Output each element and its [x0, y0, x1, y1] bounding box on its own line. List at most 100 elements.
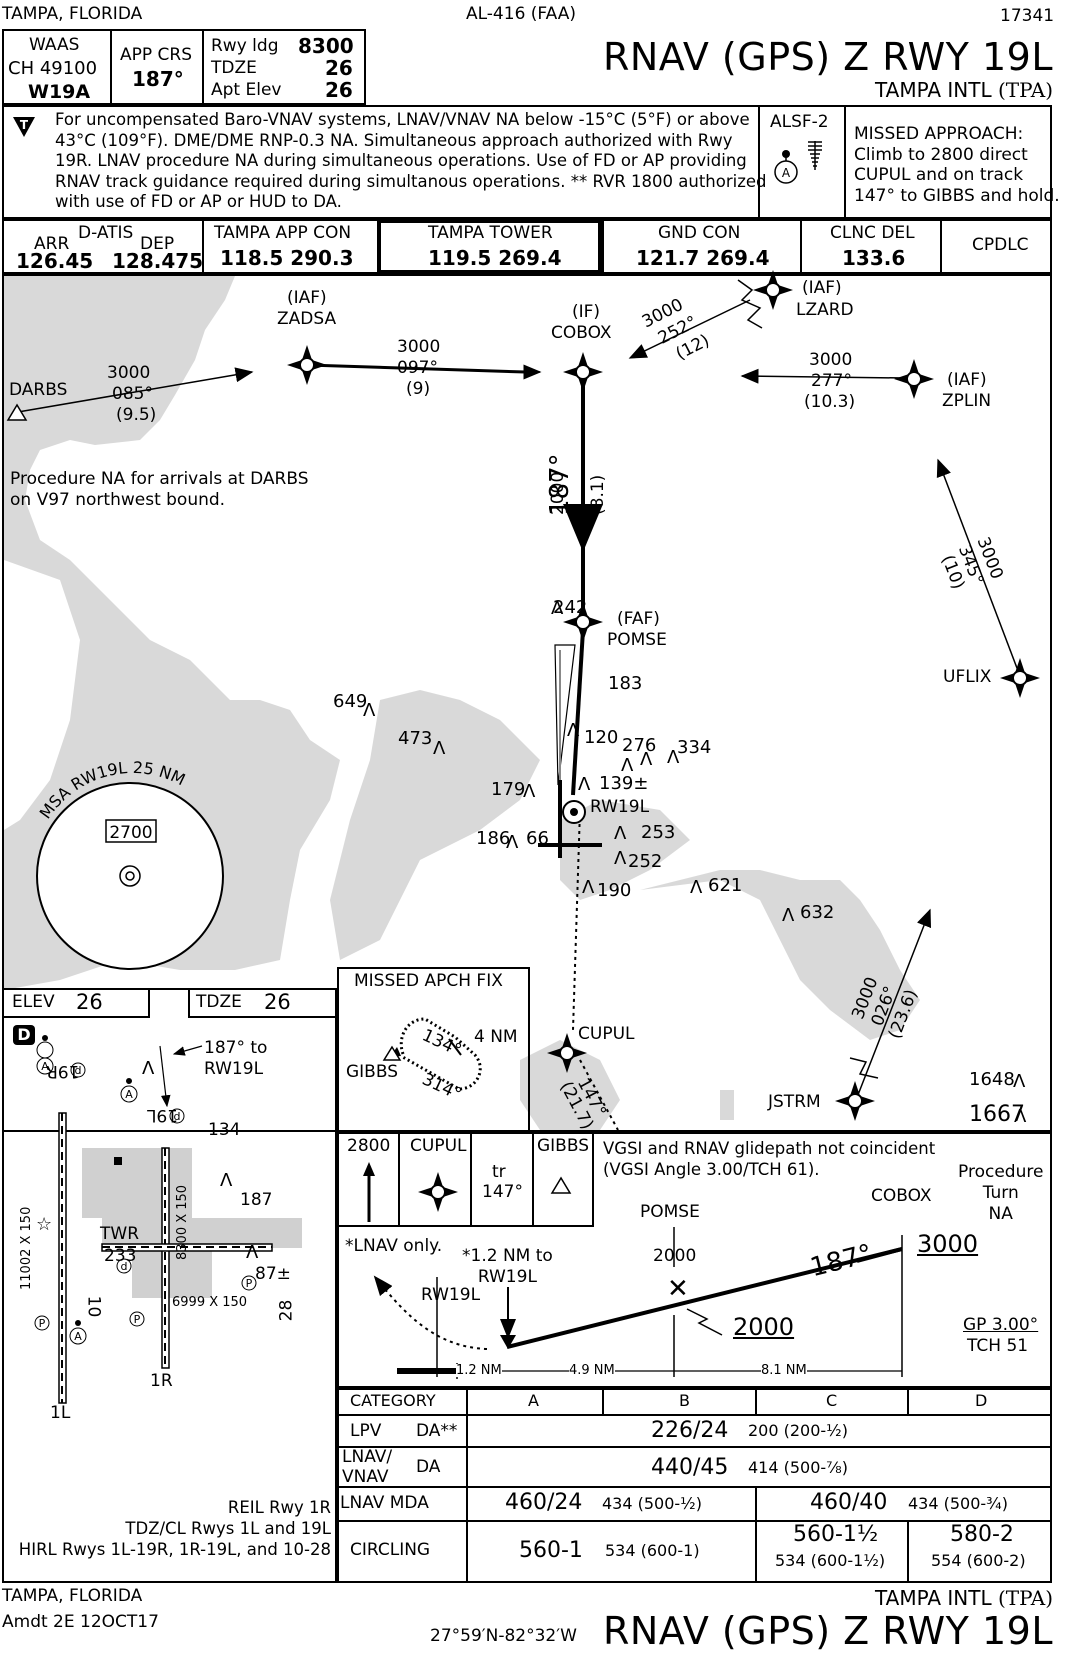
svg-text:d: d: [75, 1064, 82, 1077]
svg-text:Λ: Λ: [582, 877, 595, 898]
darbs-waypoint-icon: [6, 403, 28, 421]
rwy-ldg-label: Rwy ldg: [211, 36, 279, 56]
footer-title: RNAV (GPS) Z RWY 19L: [602, 1609, 1053, 1653]
datis-label: D-ATIS: [78, 223, 134, 243]
tower-label: TWR: [100, 1224, 140, 1244]
zadsa-type: (IAF): [287, 288, 327, 308]
note-line: Procedure: [958, 1162, 1044, 1182]
divider: [202, 219, 204, 274]
zadsa-leg-distance: (9): [406, 379, 431, 399]
svg-text:1667: 1667: [969, 1102, 1025, 1127]
lnav-label: LNAV MDA: [340, 1493, 429, 1513]
svg-text:334: 334: [677, 737, 711, 758]
category-label: CATEGORY: [350, 1391, 436, 1410]
circling-label: CIRCLING: [350, 1540, 431, 1560]
arr-frequency: 126.45: [16, 249, 94, 273]
svg-text:A: A: [125, 1088, 133, 1101]
svg-text:A: A: [41, 1060, 49, 1073]
waas-label: WAAS: [29, 35, 80, 55]
tdze-box-label: TDZE: [196, 992, 242, 1012]
note-line: Turn: [982, 1183, 1019, 1203]
svg-text:179: 179: [491, 779, 525, 800]
apt-elev-value: 26: [325, 78, 353, 102]
tdze-box: [188, 988, 337, 1018]
dep-frequency: 128.475: [112, 249, 204, 273]
zplin-label: ZPLIN: [942, 391, 992, 411]
svg-text:Λ: Λ: [246, 1242, 259, 1263]
divider: [602, 219, 604, 274]
profile-rw19l-label: RW19L: [421, 1285, 481, 1305]
category-a: A: [528, 1391, 539, 1410]
distance-segment-2: 4.9 NM: [569, 1363, 615, 1378]
chart-id: AL-416 (FAA): [466, 4, 577, 24]
clearance-delivery-frequency: 133.6: [842, 246, 906, 270]
category-c: C: [826, 1391, 838, 1410]
elev-value: 26: [76, 990, 103, 1014]
note-line: *1.2 NM to: [462, 1246, 553, 1266]
circling-minimum-ab: 560-1: [519, 1538, 583, 1563]
divider: [466, 1388, 468, 1583]
approach-control-frequency: 118.5 290.3: [220, 246, 354, 270]
airport-diagram-box: [2, 988, 337, 1583]
pomse-label: POMSE: [607, 630, 667, 650]
airport-lighting-notes: REIL Rwy 1R TDZ/CL Rwys 1L and 19L HIRL …: [19, 1497, 331, 1560]
elev-label: ELEV: [12, 992, 55, 1012]
svg-text:139±: 139±: [599, 773, 648, 794]
darbs-leg-altitude: 3000: [107, 363, 151, 383]
lighting-line: TDZ/CL Rwys 1L and 19L: [125, 1519, 331, 1538]
profile-cobox-label: COBOX: [871, 1186, 932, 1206]
svg-text:314°: 314°: [419, 1069, 465, 1104]
distance-segment-3: 8.1 NM: [761, 1363, 807, 1378]
divider: [337, 1414, 1052, 1416]
note-line: Procedure NA for arrivals at DARBS: [10, 469, 309, 489]
rwy-ldg-value: 8300: [298, 34, 354, 58]
procedure-number: 17341: [1000, 6, 1055, 26]
runway-10-label: 10: [83, 1295, 104, 1318]
cupul-label: CUPUL: [578, 1024, 635, 1044]
category-b: B: [679, 1391, 690, 1410]
approach-lighting-label: ALSF-2: [770, 112, 829, 132]
svg-text:P: P: [134, 1313, 141, 1326]
svg-text:Λ: Λ: [782, 905, 795, 926]
svg-text:T: T: [20, 118, 29, 132]
procedure-turn-na: Procedure Turn NA: [958, 1162, 1043, 1225]
runway-1l-label: 1L: [50, 1403, 71, 1423]
zadsa-fix-icon: [286, 344, 328, 386]
obstacle-187-label: 187: [240, 1190, 273, 1210]
svg-text:A: A: [74, 1330, 82, 1343]
zplin-fix-icon: [893, 358, 935, 400]
divider: [202, 29, 204, 105]
cobox-fix-icon: [562, 351, 604, 393]
lnav-vnav-minimum: 440/45: [651, 1455, 729, 1480]
waas-id: W19A: [28, 81, 91, 103]
circling-hat-d: 554 (600-2): [931, 1551, 1026, 1570]
svg-text:Λ: Λ: [567, 720, 580, 741]
circling-hat-ab: 534 (600-1): [605, 1541, 700, 1560]
procedure-notes: For uncompensated Baro-VNAV systems, LNA…: [55, 110, 767, 213]
footer-airport: TAMPA INTL (TPA): [874, 1586, 1053, 1610]
missed-line: MISSED APPROACH:: [854, 124, 1024, 144]
vgsi-note: VGSI and RNAV glidepath not coincident (…: [603, 1138, 935, 1180]
divider: [755, 1486, 757, 1583]
rw19l-waypoint-icon: [562, 800, 586, 824]
circling-hat-c: 534 (600-1½): [775, 1551, 886, 1570]
pomse-type: (FAF): [617, 609, 660, 629]
svg-text:Λ: Λ: [363, 700, 376, 721]
dep-label: DEP: [140, 234, 175, 254]
note-line: NA: [988, 1204, 1013, 1224]
glidepath-angle: GP 3.00°: [963, 1315, 1039, 1335]
zplin-leg-distance: (10.3): [804, 392, 856, 412]
divider: [398, 1132, 400, 1227]
note-line: RW19L: [204, 1059, 264, 1079]
note-line: RNAV track guidance required during simu…: [55, 171, 767, 191]
circling-minimum-c: 560-1½: [793, 1522, 879, 1547]
course-to-runway-note: 187° to RW19L: [204, 1038, 267, 1080]
divider: [602, 1388, 604, 1414]
runway-28-label: 28: [276, 1299, 297, 1322]
holding-pattern-diagram: 134° 314°: [382, 1017, 482, 1105]
svg-text:186: 186: [476, 828, 510, 849]
svg-text:Λ: Λ: [551, 598, 564, 619]
svg-text:276: 276: [622, 735, 656, 756]
divider: [532, 1132, 534, 1227]
